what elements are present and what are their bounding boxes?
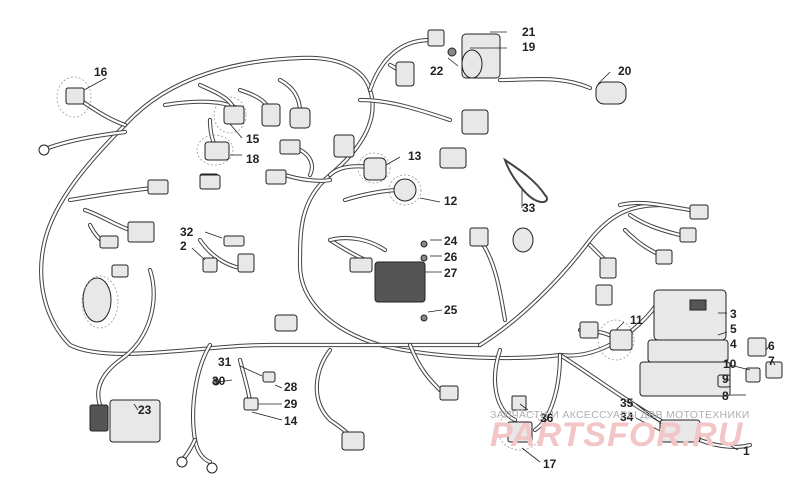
label-11: 11 <box>630 313 643 327</box>
label-31: 31 <box>218 355 232 369</box>
label-33: 33 <box>522 201 536 215</box>
watermark: ЗАПЧАСТИ И АКСЕССУАРЫ ДЛЯ МОТОТЕХНИКИ PA… <box>490 409 750 454</box>
label-29: 29 <box>284 397 298 411</box>
label-14: 14 <box>284 414 298 428</box>
label-18: 18 <box>246 152 260 166</box>
label-22: 22 <box>430 64 444 78</box>
label-4: 4 <box>730 337 737 351</box>
label-2: 2 <box>180 239 187 253</box>
label-35: 35 <box>620 396 634 410</box>
label-21: 21 <box>522 25 536 39</box>
label-10: 10 <box>723 357 737 371</box>
label-17: 17 <box>543 457 557 471</box>
label-23: 23 <box>138 403 152 417</box>
label-30: 30 <box>212 374 226 388</box>
label-32: 32 <box>180 225 194 239</box>
label-24: 24 <box>444 234 458 248</box>
label-5: 5 <box>730 322 737 336</box>
label-34: 34 <box>620 410 634 424</box>
label-16: 16 <box>94 65 108 79</box>
part-labels: 1 2 3 4 5 6 7 8 9 10 11 12 13 14 15 16 1… <box>94 25 775 471</box>
callouts <box>56 76 635 451</box>
label-13: 13 <box>408 149 422 163</box>
label-27: 27 <box>444 266 458 280</box>
watermark-subtitle: ЗАПЧАСТИ И АКСЕССУАРЫ ДЛЯ МОТОТЕХНИКИ <box>490 409 750 421</box>
label-36: 36 <box>540 411 554 425</box>
label-26: 26 <box>444 250 458 264</box>
label-6: 6 <box>768 339 775 353</box>
label-9: 9 <box>722 372 729 386</box>
label-25: 25 <box>444 303 458 317</box>
label-20: 20 <box>618 64 632 78</box>
label-3: 3 <box>730 307 737 321</box>
label-19: 19 <box>522 40 536 54</box>
label-12: 12 <box>444 194 458 208</box>
leader-lines <box>83 31 776 463</box>
label-7: 7 <box>768 354 775 368</box>
main-harness <box>39 37 753 465</box>
label-15: 15 <box>246 132 260 146</box>
watermark-logo: PARTSFOR.RU <box>490 416 744 454</box>
label-28: 28 <box>284 380 298 394</box>
label-8: 8 <box>722 389 729 403</box>
label-1: 1 <box>743 444 750 458</box>
